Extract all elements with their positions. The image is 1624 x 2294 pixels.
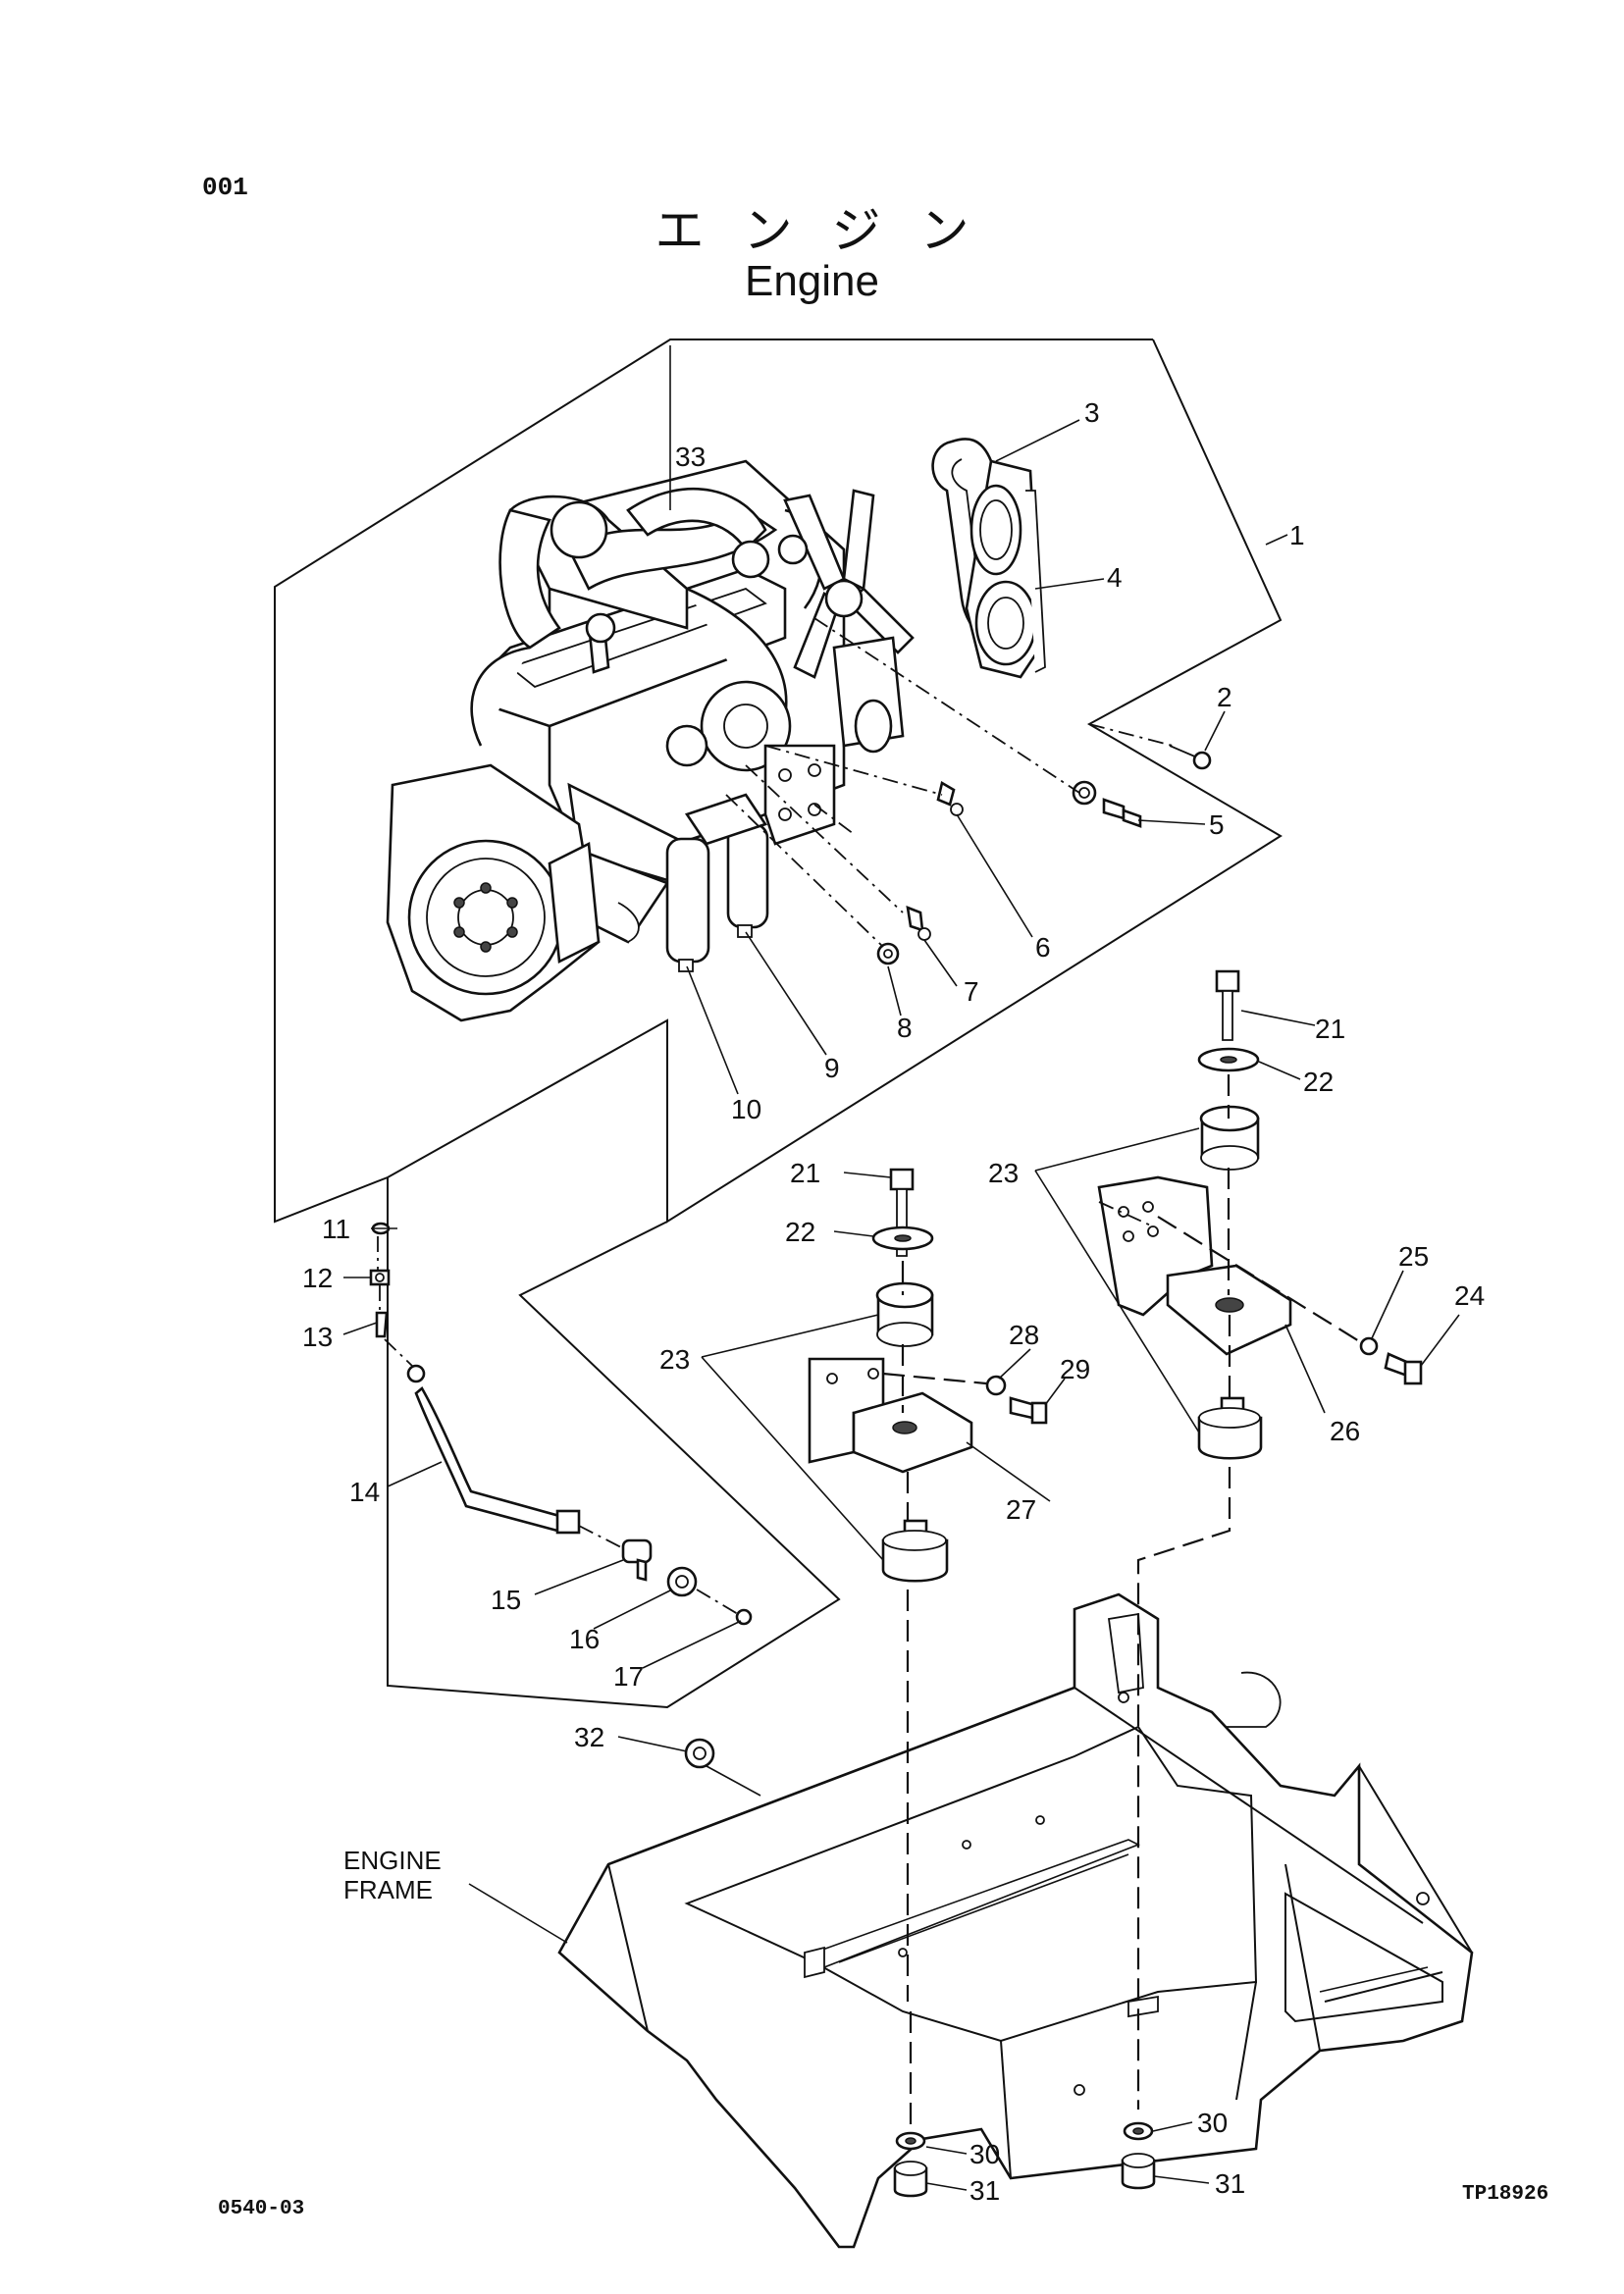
nut-8: [876, 942, 900, 965]
callout-22a: 22: [785, 1217, 815, 1247]
callout-29: 29: [1060, 1354, 1090, 1384]
bolt-7: [906, 905, 931, 941]
washer-25: [1359, 1336, 1379, 1356]
callout-3: 3: [1084, 397, 1100, 428]
bolt-21b: [1215, 969, 1240, 1041]
cushion-23b-upper: [1199, 1105, 1260, 1171]
elbow-13: [375, 1311, 389, 1338]
callout-5: 5: [1209, 809, 1225, 840]
nut-16: [666, 1566, 698, 1597]
pulley-set: [965, 459, 1046, 679]
assembly-lines: [377, 617, 1365, 2129]
figure-id: TP18926: [1462, 2183, 1549, 2206]
bolt-2: [1169, 745, 1212, 770]
engine-frame-label-line1: ENGINE: [343, 1846, 442, 1875]
callout-25: 25: [1398, 1241, 1429, 1272]
flywheel-housing: [386, 763, 601, 1022]
oil-filters: [665, 793, 769, 972]
nut-31b: [1121, 2153, 1156, 2190]
title-japanese: エンジン: [655, 202, 1009, 259]
leader-lines: [342, 345, 1460, 2191]
cushion-23a-lower: [881, 1519, 949, 1583]
callout-17: 17: [613, 1661, 644, 1692]
callout-30a: 30: [969, 2139, 1000, 2169]
callout-6: 6: [1035, 932, 1051, 963]
washer-30b: [1123, 2121, 1154, 2141]
callout-21a: 21: [790, 1158, 820, 1188]
fitting-12: [369, 1269, 391, 1286]
callout-21b: 21: [1315, 1014, 1345, 1044]
callout-4: 4: [1107, 562, 1123, 593]
callout-31b: 31: [1215, 2168, 1245, 2199]
washer-22b: [1197, 1047, 1260, 1072]
callout-labels: 3 4 1 2 5 6 7 8 9 10 33 11 12 13 14 15 1…: [302, 397, 1485, 2206]
callout-27: 27: [1006, 1494, 1036, 1525]
callout-12: 12: [302, 1263, 333, 1293]
bolt-5: [1072, 780, 1142, 828]
callout-9: 9: [824, 1053, 840, 1083]
drawing-code: 0540-03: [218, 2198, 305, 2220]
nut-31a: [893, 2161, 928, 2198]
callout-7: 7: [964, 976, 979, 1007]
callout-14: 14: [349, 1477, 380, 1507]
callout-11: 11: [322, 1214, 350, 1244]
bolt-29: [1009, 1396, 1048, 1425]
callout-31a: 31: [969, 2175, 1000, 2206]
assembly-boundary: [274, 339, 1283, 1224]
connector-15: [621, 1538, 653, 1582]
cushion-23b-lower: [1197, 1396, 1263, 1460]
bracket-26: [1097, 1175, 1292, 1356]
callout-22b: 22: [1303, 1067, 1334, 1097]
cushion-23a-upper: [875, 1281, 934, 1347]
washer-30a: [895, 2131, 926, 2151]
washer-28: [985, 1375, 1007, 1396]
bracket-27: [808, 1357, 973, 1474]
callout-26: 26: [1330, 1416, 1360, 1446]
hose-14: [406, 1364, 581, 1535]
callout-28: 28: [1009, 1320, 1039, 1350]
title-english: Engine: [744, 257, 879, 305]
callout-15: 15: [491, 1585, 521, 1615]
callout-16: 16: [569, 1624, 600, 1654]
callout-2: 2: [1217, 682, 1232, 712]
callout-8: 8: [897, 1013, 913, 1043]
hose-group-boundary: [387, 1177, 841, 1709]
engine-block: [470, 459, 915, 944]
callout-23a: 23: [659, 1344, 690, 1375]
engine-frame-label-line2: FRAME: [343, 1875, 433, 1904]
callout-23b: 23: [988, 1158, 1019, 1188]
callout-10: 10: [731, 1094, 761, 1124]
cooling-fan: [783, 489, 915, 679]
bolt-24: [1384, 1352, 1423, 1385]
nut-32: [684, 1738, 715, 1769]
page-number: 001: [202, 173, 248, 202]
washer-22a: [871, 1225, 934, 1251]
callout-1: 1: [1289, 520, 1305, 550]
callout-33: 33: [675, 442, 706, 472]
callout-24: 24: [1454, 1280, 1485, 1311]
callout-13: 13: [302, 1322, 333, 1352]
bolt-6: [936, 780, 964, 816]
engine-frame: [557, 1592, 1474, 2249]
callout-32: 32: [574, 1722, 604, 1752]
callout-30b: 30: [1197, 2108, 1228, 2138]
